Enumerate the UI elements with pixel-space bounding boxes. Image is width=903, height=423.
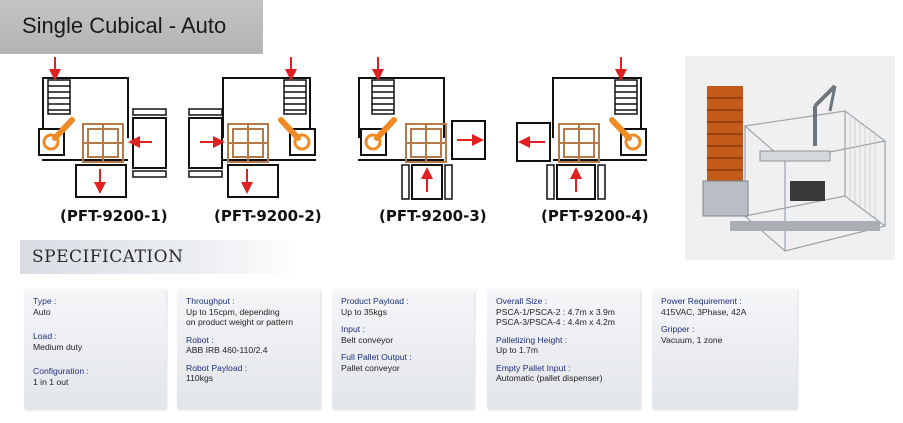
power-requirement-label: Power Requirement : [661,296,742,306]
spec-card-size: Overall Size : PSCA-1/PSCA-2 : 4.7m x 3.… [487,289,640,409]
throughput-value-2: on product weight or pattern [186,317,294,327]
gripper-label: Gripper : [661,324,695,334]
load-label: Load : [33,331,57,341]
model-label-2: (PFT-9200-2) [214,207,322,225]
configuration-value: 1 in 1 out [33,376,69,387]
model-label-4: (PFT-9200-4) [541,207,649,225]
power-requirement-value: 415VAC, 3Phase, 42A [661,306,747,317]
robot-label: Robot : [186,334,214,345]
robot-payload-value: 110kgs [186,373,214,383]
input-value: Belt conveyor [341,334,394,345]
robot-cell-photo [685,56,895,260]
model-label-3: (PFT-9200-3) [379,207,487,225]
gripper-value: Vacuum, 1 zone [661,334,723,345]
load-value: Medium duty [33,341,83,352]
spec-card-type: Type : Auto Load : Medium duty Configura… [24,289,166,409]
palletizing-height-value: Up to 1.7m [496,345,539,355]
robot-value: ABB IRB 460-110/2.4 [186,345,268,355]
configuration-label: Configuration : [33,366,89,376]
spec-heading-text: SPECIFICATION [32,247,184,267]
type-label: Type : [33,296,57,306]
full-pallet-output-label: Full Pallet Output : [341,352,412,362]
spec-card-power: Power Requirement : 415VAC, 3Phase, 42A … [652,289,797,409]
product-payload-value: Up to 35kgs [341,306,387,317]
layout-diagram-4 [515,56,655,201]
overall-size-label: Overall Size : [496,296,548,306]
spec-card-product: Product Payload : Up to 35kgs Input : Be… [332,289,474,409]
throughput-label: Throughput : [186,296,235,306]
type-value: Auto [33,306,51,317]
overall-size-value-1: PSCA-1/PSCA-2 : 4.7m x 3.9m [496,306,615,317]
layout-diagram-2 [188,56,323,201]
robot-payload-label: Robot Payload : [186,362,248,373]
title-bar: Single Cubical - Auto [0,0,263,54]
spec-heading: SPECIFICATION [20,240,300,274]
spec-card-throughput: Throughput : Up to 15cpm, depending on p… [177,289,320,409]
layout-diagram-1 [36,56,171,201]
full-pallet-output-value: Pallet conveyor [341,362,400,373]
input-label: Input : [341,324,365,334]
model-label-1: (PFT-9200-1) [60,207,168,225]
empty-pallet-input-value: Automatic (pallet dispenser) [496,373,603,383]
throughput-value-1: Up to 15cpm, depending [186,306,280,317]
empty-pallet-input-label: Empty Pallet Input : [496,362,571,373]
palletizing-height-label: Palletizing Height : [496,334,568,345]
product-payload-label: Product Payload : [341,296,409,306]
page-title: Single Cubical - Auto [22,13,227,38]
overall-size-value-2: PSCA-3/PSCA-4 : 4.4m x 4.2m [496,317,615,327]
layout-diagram-3 [352,56,487,201]
